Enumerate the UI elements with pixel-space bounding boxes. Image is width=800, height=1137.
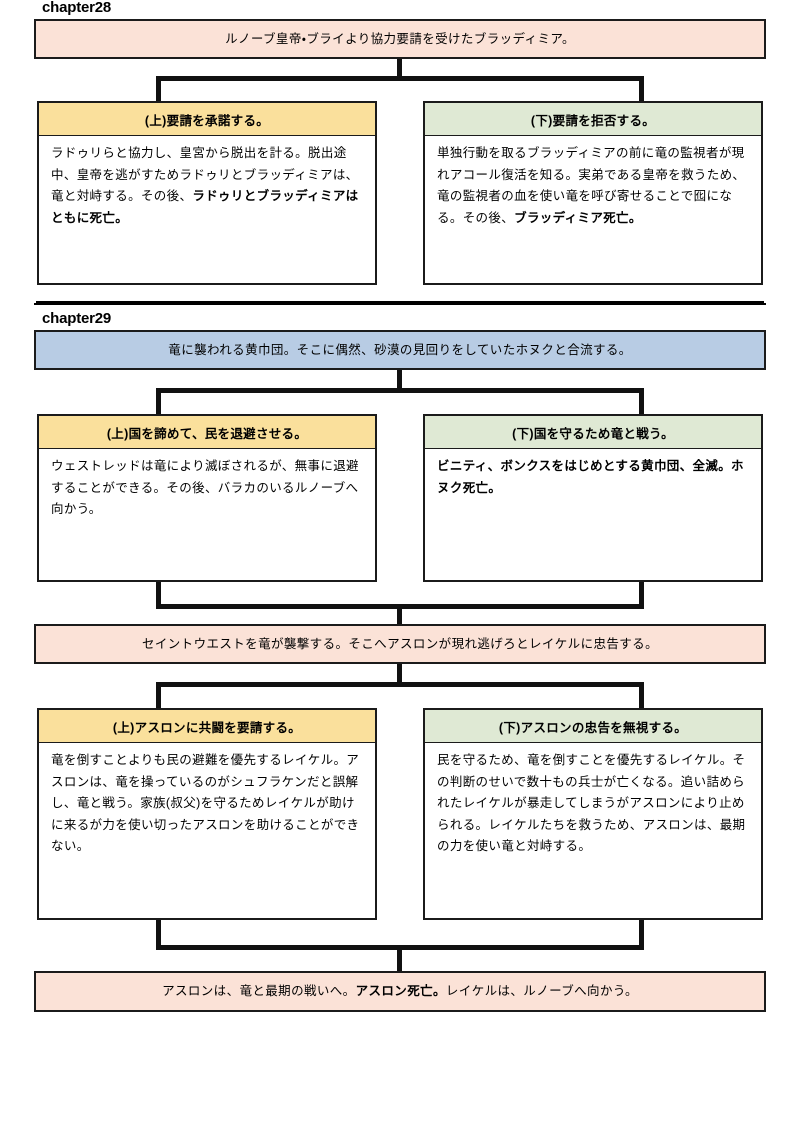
branch-body-emphasis: ビニティ、ボンクスをはじめとする黄巾団、全滅。ホヌク死亡。 <box>437 459 744 495</box>
connector-leg-left <box>156 582 161 608</box>
connector-hbar <box>156 76 644 82</box>
merge-connector-29-a <box>34 582 766 625</box>
branch-body-29b-up: 竜を倒すことよりも民の避難を優先するレイケル。アスロンは、竜を操っているのがシュ… <box>39 743 375 918</box>
branch-card-29a-up[interactable]: (上)国を諦めて、民を退避させる。 ウェストレッドは竜により滅ぼされるが、無事に… <box>37 414 377 583</box>
chapter-block-29: chapter29 竜に襲われる黄巾団。そこに偶然、砂漠の見回りをしていたホヌク… <box>34 303 766 1012</box>
branch-title-29b-down: (下)アスロンの忠告を無視する。 <box>425 710 761 744</box>
branch-card-28-up[interactable]: (上)要請を承諾する。 ラドゥリらと協力し、皇宮から脱出を計る。脱出途中、皇帝を… <box>37 101 377 286</box>
chapter-heading-28: chapter28 <box>42 0 112 16</box>
branch-body-text: 単独行動を取るブラッディミアの前に竜の監視者が現れアコール復活を知る。実弟である… <box>437 146 746 225</box>
chapter28-intro-box: ルノーブ皇帝・ブライより協力要請を受けたブラッディミア。 <box>34 19 766 60</box>
connector-leg-right <box>639 582 644 608</box>
connector-leg-right <box>639 76 644 102</box>
fork-connector-28 <box>34 59 766 102</box>
branch-body-28-down: 単独行動を取るブラッディミアの前に竜の監視者が現れアコール復活を知る。実弟である… <box>425 136 761 283</box>
branch-card-28-down[interactable]: (下)要請を拒否する。 単独行動を取るブラッディミアの前に竜の監視者が現れアコー… <box>423 101 763 286</box>
branch-title-29a-up: (上)国を諦めて、民を退避させる。 <box>39 416 375 450</box>
branch-body-text: 竜を倒すことよりも民の避難を優先するレイケル。アスロンは、竜を操っているのがシュ… <box>51 753 360 854</box>
branch-title-29a-down: (下)国を守るため竜と戦う。 <box>425 416 761 450</box>
outro-text-post: レイケルは、ルノーブへ向かう。 <box>445 984 638 999</box>
outro-text-emphasis: アスロン死亡。 <box>355 984 446 999</box>
connector-leg-right <box>639 682 644 709</box>
chapter29-branch-row-1: (上)国を諦めて、民を退避させる。 ウェストレッドは竜により滅ぼされるが、無事に… <box>34 414 766 583</box>
connector-leg-right <box>639 920 644 949</box>
connector-stem <box>397 370 402 391</box>
connector-stem <box>397 945 402 972</box>
branch-title-29b-up: (上)アスロンに共闘を要請する。 <box>39 710 375 744</box>
branch-card-29b-down[interactable]: (下)アスロンの忠告を無視する。 民を守るため、竜を倒すことを優先するレイケル。… <box>423 708 763 921</box>
chapter28-branch-row: (上)要請を承諾する。 ラドゥリらと協力し、皇宮から脱出を計る。脱出途中、皇帝を… <box>34 101 766 286</box>
branch-body-29b-down: 民を守るため、竜を倒すことを優先するレイケル。その判断のせいで数十もの兵士が亡く… <box>425 743 761 918</box>
connector-hbar <box>156 682 644 688</box>
branch-body-text: ラドゥリらと協力し、皇宮から脱出を計る。脱出途中、皇帝を逃がすためラドゥリとブラ… <box>51 146 359 204</box>
branch-body-29a-down: ビニティ、ボンクスをはじめとする黄巾団、全滅。ホヌク死亡。 <box>425 449 761 580</box>
chapter29-outro-box: アスロンは、竜と最期の戦いへ。アスロン死亡。レイケルは、ルノーブへ向かう。 <box>34 971 766 1012</box>
chapter29-middle-box: セイントウエストを竜が襲撃する。そこへアスロンが現れ逃げろとレイケルに忠告する。 <box>34 624 766 665</box>
branch-body-text: 民を守るため、竜を倒すことを優先するレイケル。その判断のせいで数十もの兵士が亡く… <box>437 753 746 854</box>
branch-body-emphasis: ラドゥリとブラッディミアはともに死亡。 <box>51 189 359 225</box>
fork-connector-29-a <box>34 370 766 415</box>
chapter29-intro-box: 竜に襲われる黄巾団。そこに偶然、砂漠の見回りをしていたホヌクと合流する。 <box>34 330 766 371</box>
chapter-heading-29: chapter29 <box>42 310 112 328</box>
connector-leg-right <box>639 388 644 415</box>
branch-card-29a-down[interactable]: (下)国を守るため竜と戦う。 ビニティ、ボンクスをはじめとする黄巾団、全滅。ホヌ… <box>423 414 763 583</box>
merge-connector-29-b <box>34 920 766 972</box>
connector-leg-left <box>156 388 161 415</box>
branch-body-emphasis: ブラッディミア死亡。 <box>514 210 642 225</box>
connector-stem <box>397 604 402 625</box>
connector-stem <box>397 664 402 685</box>
branch-title-28-up: (上)要請を承諾する。 <box>39 103 375 137</box>
fork-connector-29-b <box>34 664 766 709</box>
branch-body-29a-up: ウェストレッドは竜により滅ぼされるが、無事に退避することができる。その後、バラカ… <box>39 449 375 580</box>
connector-stem <box>397 59 402 79</box>
connector-hbar <box>156 388 644 394</box>
outro-text-pre: アスロンは、竜と最期の戦いへ。 <box>162 984 356 999</box>
connector-leg-left <box>156 76 161 102</box>
branch-title-28-down: (下)要請を拒否する。 <box>425 103 761 137</box>
branch-body-text: ウェストレッドは竜により滅ぼされるが、無事に退避することができる。その後、バラカ… <box>51 459 359 517</box>
branch-body-28-up: ラドゥリらと協力し、皇宮から脱出を計る。脱出途中、皇帝を逃がすためラドゥリとブラ… <box>39 136 375 283</box>
connector-leg-left <box>156 920 161 949</box>
chapter29-branch-row-2: (上)アスロンに共闘を要請する。 竜を倒すことよりも民の避難を優先するレイケル。… <box>34 708 766 921</box>
chapter-block-28: chapter28 ルノーブ皇帝・ブライより協力要請を受けたブラッディミア。 (… <box>34 0 766 286</box>
branch-card-29b-up[interactable]: (上)アスロンに共闘を要請する。 竜を倒すことよりも民の避難を優先するレイケル。… <box>37 708 377 921</box>
connector-leg-left <box>156 682 161 709</box>
